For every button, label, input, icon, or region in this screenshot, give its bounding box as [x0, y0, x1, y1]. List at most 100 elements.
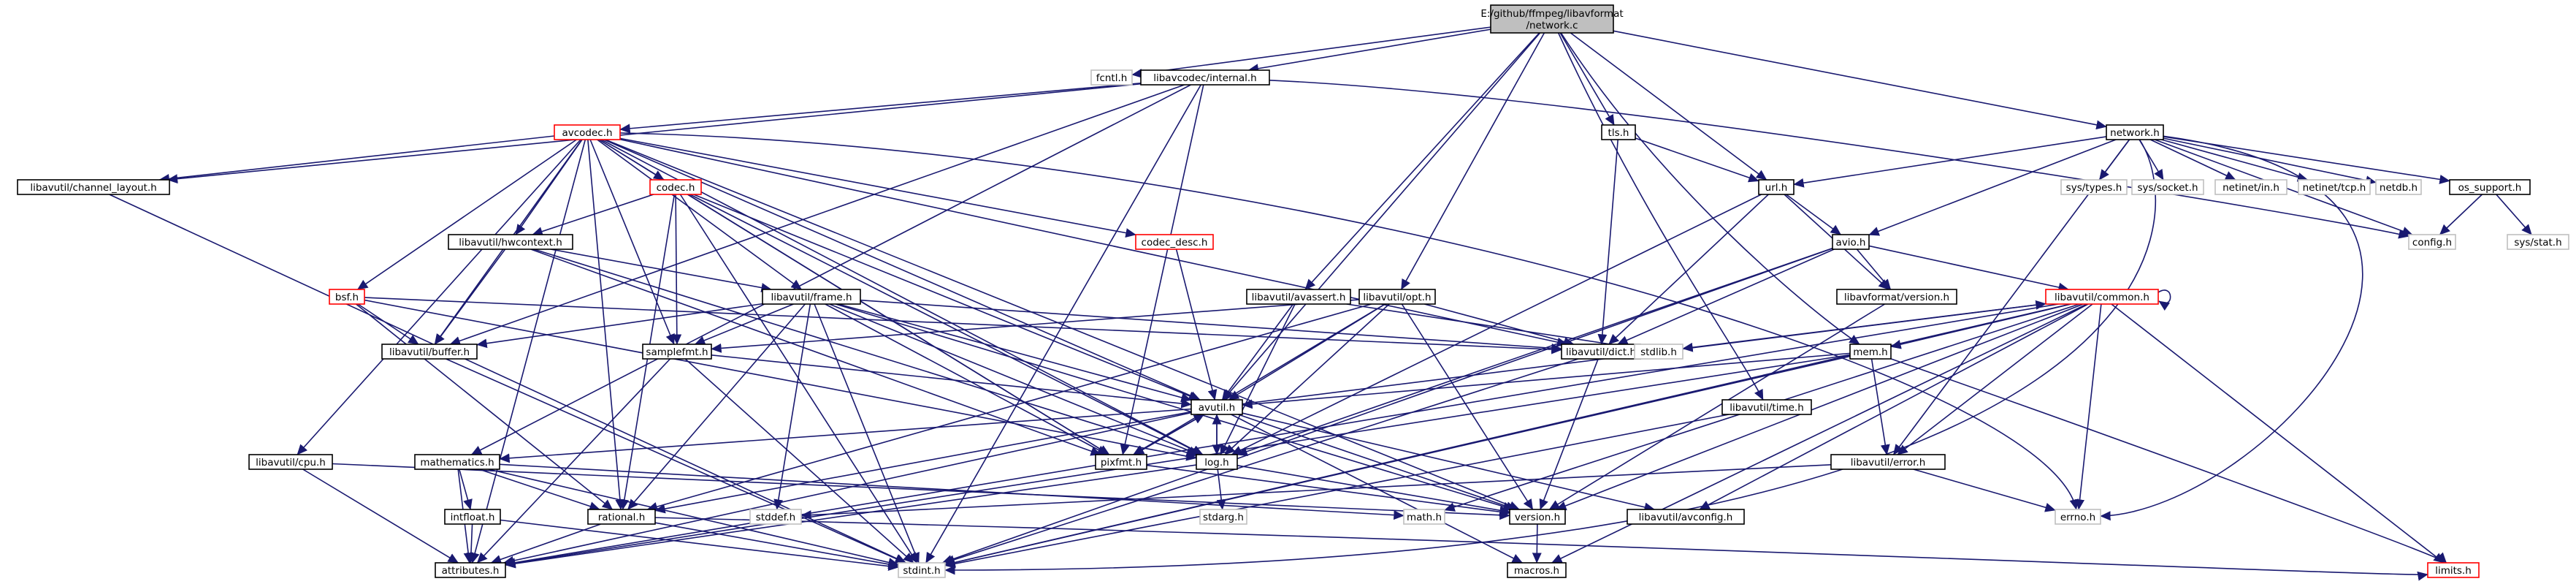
edge-mem-h-to-error-h [1870, 358, 1890, 455]
node-opt-h[interactable]: libavutil/opt.h [1358, 289, 1436, 305]
node-avconfig-h[interactable]: libavutil/avconfig.h [1627, 509, 1745, 525]
edge-bsf-h-to-buffer-h [357, 303, 419, 345]
node-box [587, 509, 656, 525]
node-box [435, 562, 506, 578]
edge-bsf-h-to-dict-h [364, 297, 1562, 354]
node-label: macros.h [1514, 565, 1559, 577]
edge-internal-h-to-mathematics-h [470, 84, 1191, 455]
edge-tls-h-to-url-h [1635, 137, 1759, 183]
node-codec-desc-h[interactable]: codec_desc.h [1135, 234, 1214, 250]
node-fcntl-h: fcntl.h [1090, 69, 1133, 86]
node-box [2449, 179, 2531, 195]
edge-codec-h-to-hwcontext-h [532, 194, 654, 236]
node-math-h: math.h [1403, 509, 1445, 525]
edge-frame-h-to-stdint-h [814, 303, 920, 564]
node-label: tls.h [1608, 127, 1629, 139]
edge-frame-h-to-pixfmt-h [825, 303, 1108, 455]
node-version-h[interactable]: version.h [1509, 509, 1566, 525]
node-mem-h[interactable]: mem.h [1849, 344, 1892, 360]
node-errno-h: errno.h [2055, 509, 2101, 525]
edge-cpu-h-to-version-h [332, 463, 1510, 520]
edge-opt-h-to-rational-h [646, 303, 1372, 512]
node-label: limits.h [2435, 565, 2472, 577]
node-bsf-h[interactable]: bsf.h [329, 289, 365, 305]
node-avio-h[interactable]: avio.h [1832, 234, 1870, 250]
node-box [554, 124, 621, 140]
edge-hwcontext-h-to-buffer-h [434, 249, 506, 345]
edge-avcodec-h-to-version-h [605, 139, 1520, 510]
node-common-h[interactable]: libavutil/common.h [2045, 289, 2159, 305]
node-buffer-h[interactable]: libavutil/buffer.h [381, 344, 478, 360]
node-label: intfloat.h [451, 512, 495, 523]
node-network-h[interactable]: network.h [2106, 124, 2164, 140]
node-codec-h[interactable]: codec.h [649, 179, 702, 195]
edge-mathematics-h-to-stdint-h [488, 469, 899, 567]
node-label: stdint.h [903, 565, 940, 577]
edge-avutil-h-to-mathematics-h [499, 408, 1192, 463]
edge-cpu-h-to-attributes-h [302, 469, 459, 564]
edge-bsf-h-to-rational-h [355, 303, 614, 510]
node-internal-h[interactable]: libavcodec/internal.h [1140, 69, 1270, 86]
node-box [381, 344, 478, 360]
node-label: netinet/in.h [2223, 182, 2279, 194]
edge-error-h-to-errno-h [1913, 469, 2056, 512]
edge-log-h-to-attributes-h [505, 464, 1197, 569]
node-macros-h[interactable]: macros.h [1507, 562, 1567, 578]
node-error-h[interactable]: libavutil/error.h [1830, 454, 1946, 470]
node-netdb-h: netdb.h [2375, 179, 2422, 195]
node-cpu-h[interactable]: libavutil/cpu.h [248, 454, 333, 470]
edge-tls-h-to-dict-h [1597, 139, 1618, 345]
edge-avcodec-h-to-frame-h [597, 139, 802, 290]
node-intfloat-h[interactable]: intfloat.h [444, 509, 501, 525]
node-sys-socket-h: sys/socket.h [2131, 179, 2204, 195]
node-time-h[interactable]: libavutil/time.h [1721, 399, 1812, 415]
node-frame-h[interactable]: libavutil/frame.h [762, 289, 861, 305]
node-samplefmt-h[interactable]: samplefmt.h [642, 344, 712, 360]
node-box [1090, 69, 1133, 86]
edge-avio-h-to-log-h [1237, 247, 1833, 456]
node-avutil-h[interactable]: avutil.h [1190, 399, 1243, 415]
node-label: libavutil/frame.h [771, 292, 852, 303]
node-rational-h[interactable]: rational.h [587, 509, 656, 525]
node-hwcontext-h[interactable]: libavutil/hwcontext.h [448, 234, 573, 250]
node-channel-layout-h[interactable]: libavutil/channel_layout.h [17, 179, 170, 195]
edge-time-h-to-stdint-h [944, 414, 1730, 569]
node-os-support-h[interactable]: os_support.h [2449, 179, 2531, 195]
edge-mem-h-to-stdint-h [944, 355, 1851, 567]
edge-codec-h-to-avutil-h [693, 194, 1200, 401]
node-box [1246, 289, 1351, 305]
node-url-h[interactable]: url.h [1758, 179, 1795, 195]
node-network-c[interactable]: E:/github/ffmpeg/libavformat/network.c [1480, 4, 1624, 34]
node-label: /network.c [1526, 20, 1578, 31]
node-attributes-h[interactable]: attributes.h [435, 562, 506, 578]
node-label: avio.h [1836, 237, 1866, 249]
node-pixfmt-h[interactable]: pixfmt.h [1095, 454, 1147, 470]
edge-frame-h-to-dict-h [860, 299, 1562, 353]
edge-avcodec-h-to-samplefmt-h [589, 139, 675, 345]
node-label: libavutil/dict.h [1566, 346, 1636, 358]
node-box [2375, 179, 2422, 195]
node-lavf-version-h[interactable]: libavformat/version.h [1836, 289, 1957, 305]
edge-internal-h-to-buffer-h [449, 84, 1185, 346]
node-label: log.h [1204, 457, 1228, 469]
node-label: libavutil/avconfig.h [1639, 512, 1733, 523]
node-mathematics-h[interactable]: mathematics.h [414, 454, 500, 470]
node-avcodec-h[interactable]: avcodec.h [554, 124, 621, 140]
node-layer: E:/github/ffmpeg/libavformat/network.c fc… [17, 4, 2569, 578]
edge-dict-h-to-version-h [1539, 358, 1599, 510]
node-label: mem.h [1853, 346, 1887, 358]
node-dict-h[interactable]: libavutil/dict.h [1561, 344, 1641, 360]
node-log-h[interactable]: log.h [1196, 454, 1238, 470]
edge-avcodec-h-to-cpu-h [297, 139, 581, 455]
node-tls-h[interactable]: tls.h [1601, 124, 1636, 140]
node-box [414, 454, 500, 470]
edge-common-h-to-errno-h [2075, 303, 2102, 510]
edge-log-h-to-stdarg-h [1216, 469, 1226, 510]
edge-common-h-to-attributes-h [505, 303, 2059, 568]
edge-frame-h-to-version-h [835, 303, 1514, 512]
edge-network-c-to-mem-h [1560, 32, 1860, 345]
node-label: network.h [2110, 127, 2160, 139]
node-avassert-h[interactable]: libavutil/avassert.h [1246, 289, 1351, 305]
node-limits-h[interactable]: limits.h [2427, 562, 2480, 578]
edge-codec-h-to-log-h [689, 194, 1203, 455]
